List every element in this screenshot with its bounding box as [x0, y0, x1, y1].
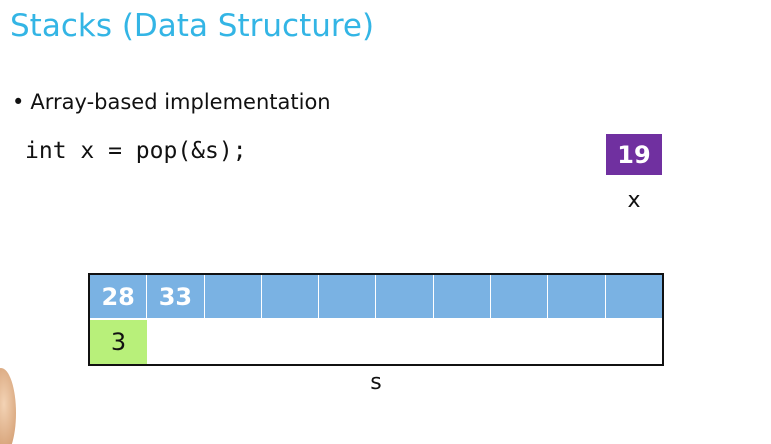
array-cell: 28: [90, 275, 148, 318]
array-cell: [205, 275, 262, 318]
array-cell: [548, 275, 606, 318]
array-cell: [491, 275, 549, 318]
bullet-text: Array-based implementation: [30, 90, 331, 114]
variable-x-label: x: [627, 188, 641, 213]
array-cell: 33: [147, 275, 205, 318]
stack-label: s: [370, 370, 382, 395]
array-cell: [376, 275, 434, 318]
stack-top-cell: 3: [90, 320, 147, 364]
presenter-hand-image: [0, 368, 16, 444]
bullet-item: •Array-based implementation: [12, 90, 331, 114]
array-cell: [606, 275, 662, 318]
bullet-dot-icon: •: [12, 90, 25, 114]
array-cell: [262, 275, 320, 318]
stack-array: 28 33: [90, 275, 662, 318]
code-line: int x = pop(&s);: [25, 138, 247, 164]
stack-struct: 28 33 3: [88, 273, 664, 366]
slide-title: Stacks (Data Structure): [10, 8, 375, 44]
variable-x-box: 19: [606, 134, 662, 175]
array-cell: [319, 275, 377, 318]
array-cell: [434, 275, 492, 318]
